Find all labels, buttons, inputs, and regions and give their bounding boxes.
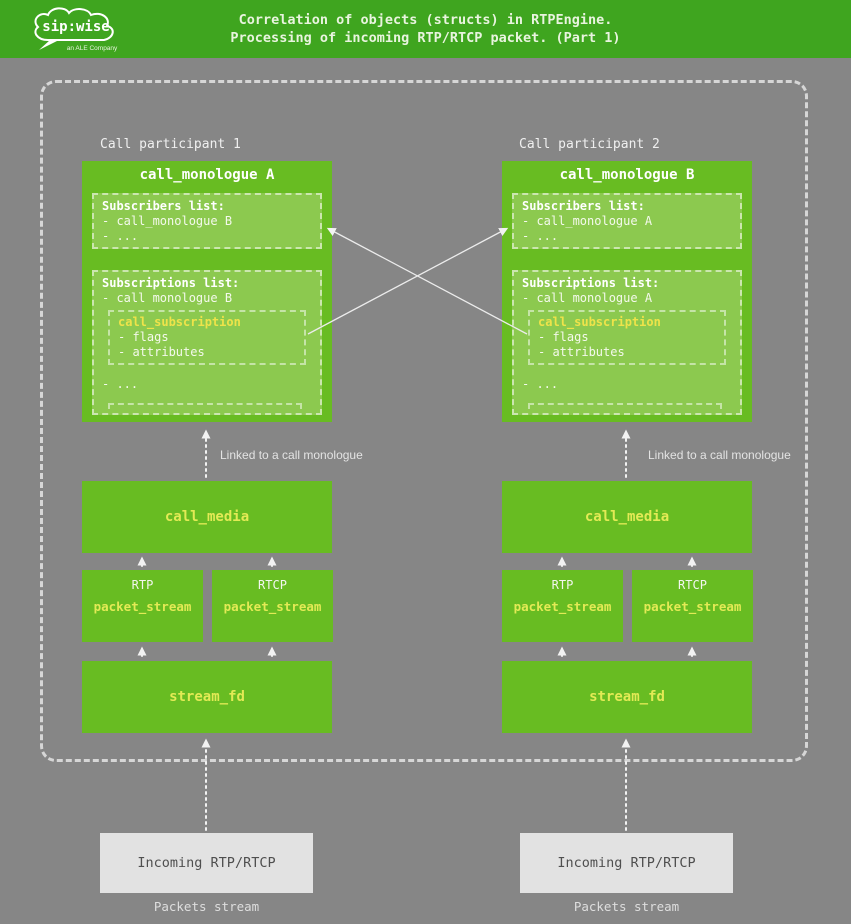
packet-stream-box-rtcp: RTCP packet_stream <box>632 570 753 642</box>
call-monologue-title: call_monologue A <box>139 167 275 183</box>
subscribers-list-box: Subscribers list: - call_monologue A - .… <box>512 193 742 249</box>
subscriptions-item: - call monologue B <box>102 291 233 305</box>
call-monologue-title: call_monologue B <box>559 167 695 183</box>
subscribers-title: Subscribers list: <box>102 199 225 213</box>
rtp-label: RTP <box>131 578 154 592</box>
title-line-1: Correlation of objects (structs) in RTPE… <box>238 12 613 28</box>
stream-fd-label: stream_fd <box>589 689 665 705</box>
participant-label: Call participant 2 <box>519 137 660 152</box>
subscription-attributes: - attributes <box>118 345 205 359</box>
sipwise-logo: sip:wise an ALE Company <box>26 6 130 56</box>
subscribers-item: - call_monologue B <box>102 214 233 228</box>
logo-brand-text: sip:wise <box>42 19 109 35</box>
packet-stream-label: packet_stream <box>513 599 612 614</box>
subscribers-title: Subscribers list: <box>522 199 645 213</box>
subscriptions-list-box: Subscriptions list: - call monologue A c… <box>512 270 742 415</box>
packet-stream-label: packet_stream <box>643 599 742 614</box>
subscription-flags: - flags <box>538 330 589 344</box>
diagram-title: Correlation of objects (structs) in RTPE… <box>0 11 851 47</box>
subscribers-list-box: Subscribers list: - call_monologue B - .… <box>92 193 322 249</box>
participant-label: Call participant 1 <box>100 137 241 152</box>
incoming-rtp-label: Incoming RTP/RTCP <box>557 855 696 871</box>
header-bar: sip:wise an ALE Company Correlation of o… <box>0 0 851 58</box>
subscriptions-title: Subscriptions list: <box>102 276 240 290</box>
call-subscription-title: call_subscription <box>538 315 661 329</box>
sipwise-logo-icon: sip:wise an ALE Company <box>34 7 118 52</box>
subscriptions-list-box: Subscriptions list: - call monologue B c… <box>92 270 322 415</box>
subscription-attributes: - attributes <box>538 345 625 359</box>
rtcp-label: RTCP <box>258 578 287 592</box>
packets-stream-label: Packets stream <box>573 899 680 914</box>
stream-fd-label: stream_fd <box>169 689 245 705</box>
subscribers-more: - ... <box>522 229 559 243</box>
call-monologue-box: call_monologue A Subscribers list: - cal… <box>82 161 332 422</box>
packets-stream-label: Packets stream <box>153 899 260 914</box>
call-subscription-title: call_subscription <box>118 315 241 329</box>
stream-fd-box: stream_fd <box>82 661 332 733</box>
call-media-box: call_media <box>502 481 752 553</box>
diagram-frame <box>40 80 808 762</box>
call-subscription-box: call_subscription - flags - attributes <box>528 310 726 365</box>
call-media-box: call_media <box>82 481 332 553</box>
next-subscription-partial-box <box>108 403 302 413</box>
call-media-label: call_media <box>164 509 250 525</box>
packet-stream-box-rtp: RTP packet_stream <box>502 570 623 642</box>
subscription-flags: - flags <box>118 330 169 344</box>
call-subscription-box: call_subscription - flags - attributes <box>108 310 306 365</box>
incoming-rtp-label: Incoming RTP/RTCP <box>137 855 276 871</box>
call-monologue-box: call_monologue B Subscribers list: - cal… <box>502 161 752 422</box>
stream-fd-box: stream_fd <box>502 661 752 733</box>
rtp-label: RTP <box>551 578 574 592</box>
packet-stream-label: packet_stream <box>223 599 322 614</box>
packet-stream-box-rtp: RTP packet_stream <box>82 570 203 642</box>
packet-stream-label: packet_stream <box>93 599 192 614</box>
subscribers-more: - ... <box>102 229 139 243</box>
incoming-rtp-box: Incoming RTP/RTCP <box>100 833 313 893</box>
linked-to-monologue-label: Linked to a call monologue <box>220 448 363 462</box>
subscriptions-item: - call monologue A <box>522 291 653 305</box>
subscribers-item: - call_monologue A <box>522 214 653 228</box>
incoming-rtp-box: Incoming RTP/RTCP <box>520 833 733 893</box>
packet-stream-box-rtcp: RTCP packet_stream <box>212 570 333 642</box>
call-media-label: call_media <box>584 509 670 525</box>
subscriptions-more: - ... <box>522 377 559 391</box>
title-line-2: Processing of incoming RTP/RTCP packet. … <box>230 30 621 46</box>
subscriptions-title: Subscriptions list: <box>522 276 660 290</box>
logo-tagline-text: an ALE Company <box>67 45 118 52</box>
next-subscription-partial-box <box>528 403 722 413</box>
linked-to-monologue-label: Linked to a call monologue <box>648 448 791 462</box>
subscriptions-more: - ... <box>102 377 139 391</box>
rtcp-label: RTCP <box>678 578 707 592</box>
